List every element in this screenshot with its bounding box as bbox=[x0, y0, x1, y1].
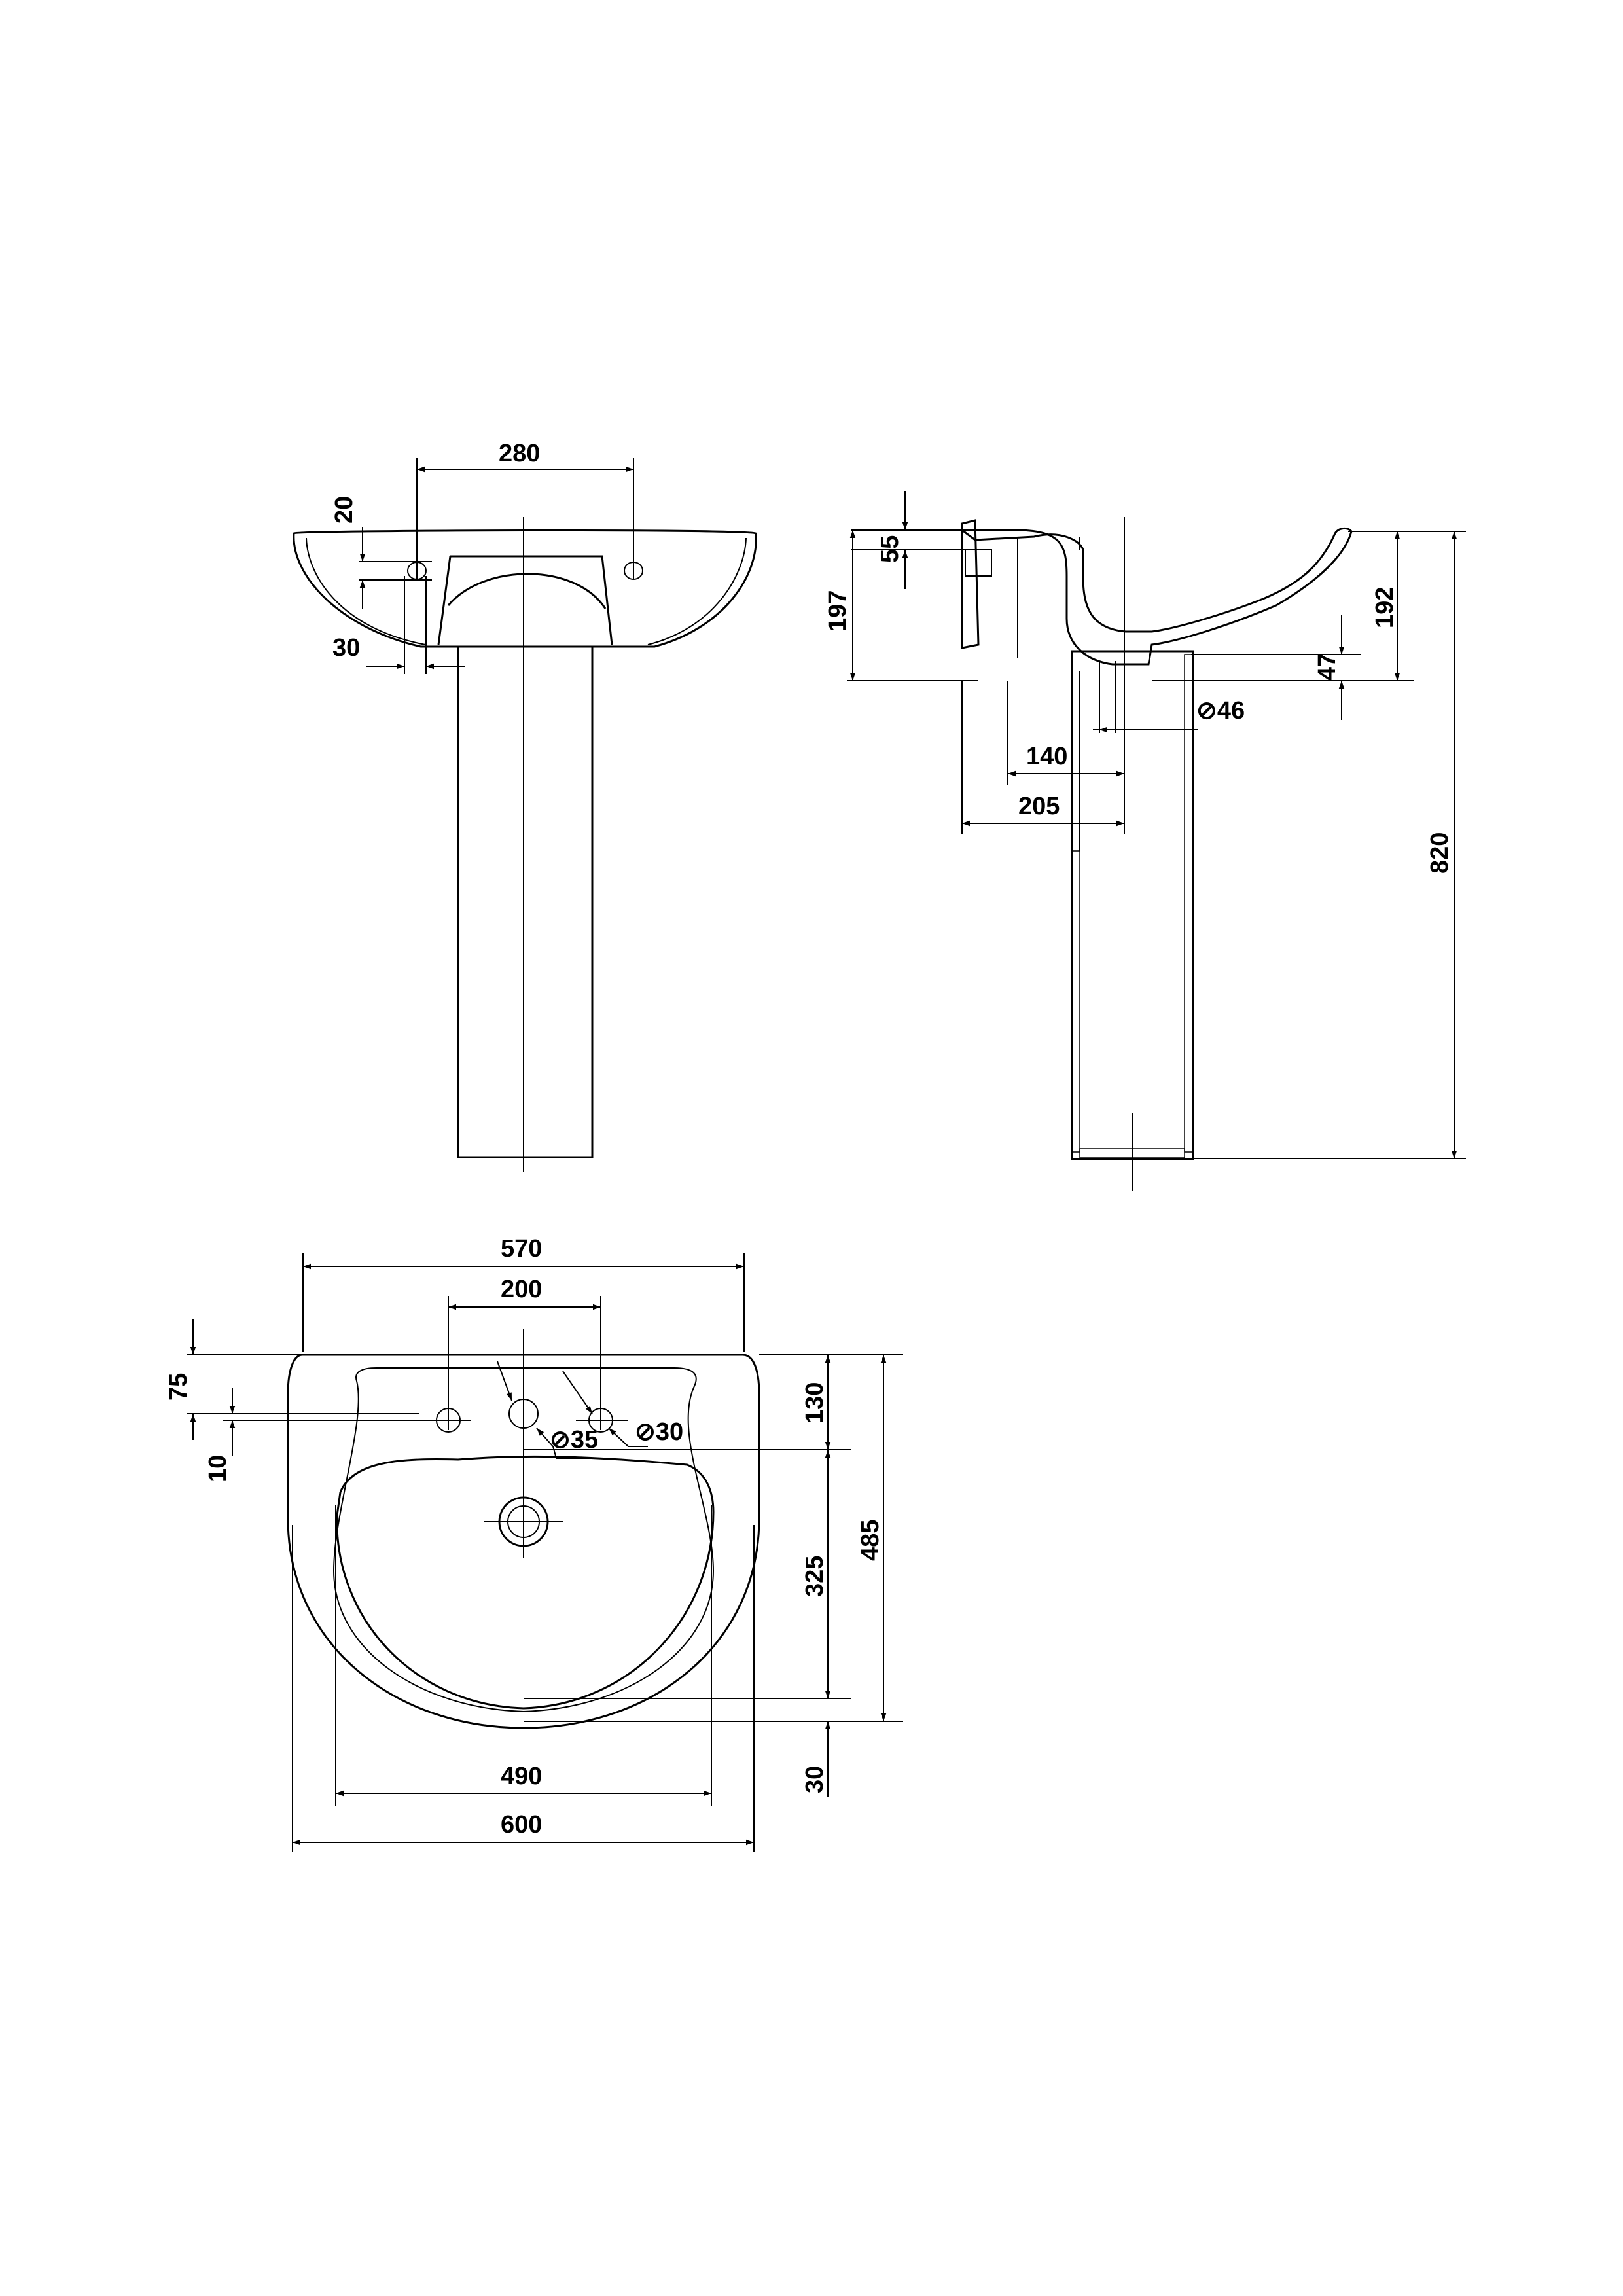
front-dim-280: 280 bbox=[499, 440, 540, 467]
front-dim-20: 20 bbox=[330, 496, 358, 524]
side-dim-820: 820 bbox=[1426, 833, 1454, 874]
top-inner-deck bbox=[332, 1367, 715, 1713]
top-dim-600: 600 bbox=[501, 1811, 542, 1839]
top-dim-200: 200 bbox=[501, 1276, 542, 1303]
top-basin-bowl bbox=[336, 1455, 715, 1710]
top-dim-570: 570 bbox=[501, 1235, 542, 1263]
front-basin-outline bbox=[293, 529, 757, 648]
side-dim-205: 205 bbox=[1018, 793, 1060, 820]
top-center-hole bbox=[508, 1399, 539, 1429]
front-dim-30: 30 bbox=[332, 634, 360, 662]
side-wall-bracket bbox=[961, 519, 980, 649]
top-dim-30: 30 bbox=[801, 1766, 829, 1793]
top-dim-485: 485 bbox=[857, 1520, 884, 1561]
side-view: 197 55 192 47 820 ⊘46 140 205 bbox=[824, 491, 1466, 1191]
side-dim-47: 47 bbox=[1313, 653, 1341, 681]
front-pedestal-column bbox=[457, 645, 594, 1158]
side-dim-140: 140 bbox=[1026, 743, 1067, 770]
side-dim-192: 192 bbox=[1371, 587, 1399, 628]
side-dim-46: ⊘46 bbox=[1196, 697, 1245, 725]
front-basin-inner-line bbox=[306, 537, 426, 645]
top-dim-10: 10 bbox=[204, 1455, 232, 1482]
top-dim-490: 490 bbox=[501, 1763, 542, 1790]
front-view: 280 20 30 bbox=[293, 440, 757, 1172]
side-dim-197: 197 bbox=[824, 590, 851, 632]
side-pedestal-outer bbox=[1071, 650, 1194, 1160]
top-dim-130: 130 bbox=[801, 1382, 829, 1424]
top-outer-rim bbox=[287, 1354, 760, 1729]
top-dim-325: 325 bbox=[801, 1556, 829, 1597]
front-pedestal-neck bbox=[437, 555, 613, 645]
top-dim-75: 75 bbox=[165, 1373, 192, 1401]
side-dim-55: 55 bbox=[876, 535, 904, 563]
top-dim-30-hole: ⊘30 bbox=[635, 1418, 683, 1446]
side-basin-section bbox=[959, 528, 1353, 666]
top-view: 570 200 75 10 ⊘35 ⊘30 130 325 485 bbox=[165, 1235, 903, 1852]
